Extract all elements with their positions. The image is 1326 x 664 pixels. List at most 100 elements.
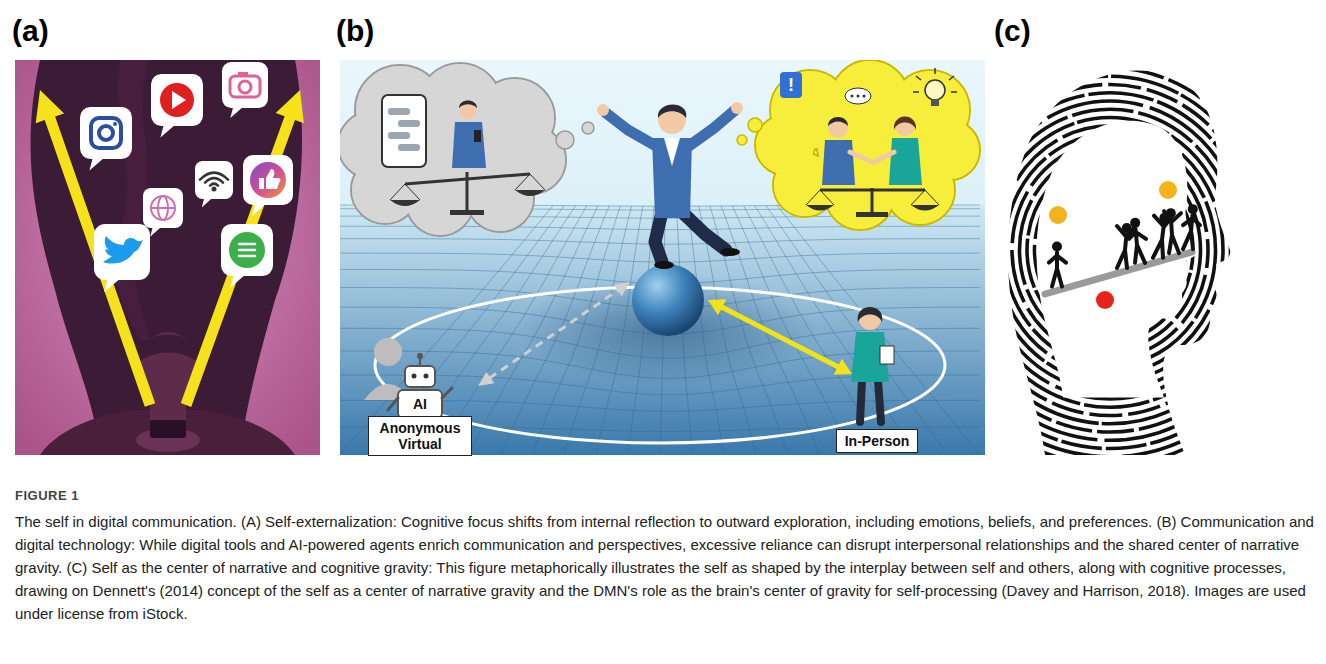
- like-icon: [243, 155, 293, 216]
- instagram-icon: [113, 122, 117, 126]
- grid-lines: [777, 206, 980, 455]
- in-person-thought-cloud: [851, 95, 854, 98]
- seesaw-scene: [1188, 204, 1198, 214]
- in-person-thought-cloud: [916, 76, 921, 80]
- label-box: In-Person: [836, 429, 919, 453]
- seesaw-scene: [1122, 223, 1132, 233]
- interaction-arrow: [490, 290, 619, 378]
- instagram-icon: [99, 126, 113, 140]
- grid-lines: [766, 206, 948, 455]
- in-person-thought-cloud: [913, 91, 919, 93]
- balancing-man: [655, 212, 726, 262]
- panel-label: (c): [994, 14, 1031, 48]
- woman-silhouette: [132, 335, 204, 373]
- globe-icon: [143, 188, 183, 237]
- in-person-thought-cloud: [822, 140, 855, 185]
- youtube-icon: [151, 74, 203, 126]
- digital-thought-cloud: [382, 95, 426, 167]
- fingerprint-head: [915, 35, 1306, 465]
- fingerprint-head: [855, 0, 1326, 531]
- chat-icon: [239, 249, 255, 252]
- fingerprint-head: [937, 60, 1283, 441]
- in-person-thought-cloud: [871, 188, 874, 214]
- fingerprint-head: [900, 18, 1321, 481]
- label-box: Anonymous Virtual: [368, 416, 472, 456]
- in-person-thought-cloud: [925, 80, 945, 100]
- panel-label: (b): [336, 14, 374, 48]
- digital-thought-cloud: [390, 200, 420, 206]
- in-person-thought-cloud: [850, 152, 894, 162]
- ai-robot: [424, 374, 429, 379]
- fingerprint-head: [870, 0, 1326, 515]
- like-icon: [243, 155, 293, 205]
- ai-robot: [398, 390, 442, 418]
- seesaw-scene: [1183, 215, 1200, 249]
- fingerprint-head: [945, 68, 1276, 432]
- digital-thought-cloud: [398, 120, 420, 127]
- in-person-thought-cloud: [828, 117, 848, 126]
- balancing-man: [597, 102, 743, 269]
- instagram-icon: [80, 107, 132, 159]
- wifi-icon: [195, 161, 233, 207]
- globe-icon: [151, 196, 175, 220]
- ai-robot: [364, 338, 452, 418]
- fingerprint-head: [855, 0, 1326, 531]
- instagram-icon: [89, 157, 105, 170]
- woman-silhouette: [40, 332, 295, 455]
- chat-icon: [230, 274, 246, 287]
- woman-silhouette: [150, 420, 186, 438]
- like-icon: [266, 169, 281, 189]
- fingerprint-head: [862, 0, 1326, 523]
- digital-thought-cloud: [405, 174, 530, 184]
- fingerprint-head: [877, 0, 1326, 506]
- chat-icon: [221, 224, 273, 276]
- in-person-thought-cloud: [806, 190, 939, 205]
- wifi-icon: [212, 187, 217, 192]
- fingerprint-head: [892, 10, 1326, 490]
- digital-thought-cloud: [459, 101, 477, 119]
- figure-title: FIGURE 1: [15, 488, 79, 503]
- yellow-arrow: [36, 90, 156, 407]
- grid-lines: [340, 205, 980, 455]
- chat-icon: [239, 255, 255, 258]
- panel-label: (a): [12, 14, 49, 48]
- interaction-arrow: [478, 372, 494, 386]
- balancing-man: [658, 105, 686, 119]
- hair-smoke: [31, 60, 302, 455]
- in-person-thought-cloud: [931, 100, 939, 106]
- fingerprint-head: [930, 51, 1291, 448]
- grid-lines: [564, 206, 632, 455]
- panel-b-illustration: [340, 60, 985, 455]
- interaction-arrow: [708, 299, 852, 374]
- digital-thought-cloud: [515, 190, 545, 196]
- twitter-icon: [104, 278, 121, 292]
- like-icon: [250, 162, 286, 198]
- in-person-thought-cloud: [820, 189, 925, 192]
- ai-robot: [405, 366, 435, 387]
- youtube-icon: [172, 91, 186, 109]
- balance-sphere: [632, 264, 704, 336]
- instagram-icon: [91, 118, 121, 148]
- seesaw-scene: [1049, 206, 1067, 224]
- camera-icon: [230, 76, 260, 97]
- thought-dots: [737, 135, 747, 145]
- chat-icon: [239, 243, 255, 246]
- wifi-icon: [195, 161, 233, 199]
- camera-icon: [238, 72, 248, 77]
- in-person-woman: [860, 380, 881, 422]
- in-person-thought-cloud: [856, 212, 888, 217]
- grid-lines: [532, 206, 620, 455]
- in-person-thought-cloud: [755, 60, 980, 230]
- grid-lines: [500, 206, 609, 455]
- in-person-woman: [858, 307, 883, 322]
- camera-icon: [222, 62, 268, 118]
- digital-thought-cloud: [474, 130, 481, 142]
- fingerprint-head: [922, 43, 1298, 457]
- ai-robot: [419, 358, 421, 366]
- in-person-thought-cloud: [949, 76, 954, 80]
- panel-a-illustration: [15, 60, 320, 455]
- in-person-thought-cloud: [951, 91, 957, 93]
- thought-dots: [582, 122, 594, 134]
